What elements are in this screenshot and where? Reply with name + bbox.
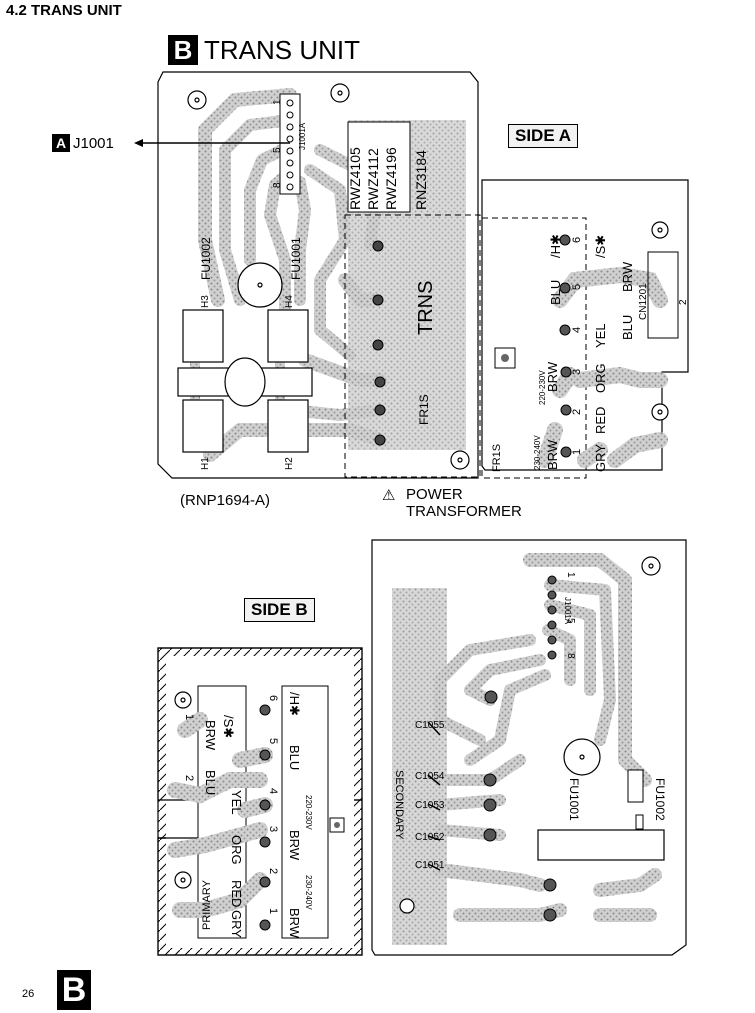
side-b-tap-11: BRW — [287, 908, 302, 939]
side-b-tap-2: BRW — [203, 720, 218, 751]
power-transformer-line1: POWER — [406, 486, 463, 503]
board-b-side: /S✱ BRW BLU YEL ORG RED GRY /H✱ BLU BRW … — [157, 647, 363, 956]
side-b-tap-6: RED — [229, 880, 244, 907]
connector-label-b: J1001A — [563, 597, 572, 625]
side-b-pin-2: 2 — [267, 868, 279, 874]
holder-h4: H4 — [284, 295, 295, 308]
side-a-pin-2: 2 — [571, 409, 583, 415]
callout-arrow — [134, 139, 290, 147]
warning-icon: ⚠ — [382, 487, 396, 504]
diagram-title: B TRANS UNIT — [168, 34, 360, 66]
side-b-pin-4: 4 — [267, 788, 279, 794]
fuse-label-b2: FU1002 — [653, 778, 667, 821]
side-a-labels: FR1S 230-240V 220-230V BRW BRW BLU /H✱ /… — [491, 234, 689, 472]
page-number: 26 — [22, 988, 35, 1000]
side-a-label: SIDE A — [508, 124, 579, 148]
side-a-tap-1: BRW — [545, 439, 560, 470]
side-a-cn-label: CN1201 — [638, 283, 649, 320]
secondary-label: SECONDARY — [393, 770, 405, 840]
side-a-fr-label: FR1S — [491, 444, 503, 472]
board-code: (RNP1694-A) — [180, 492, 271, 509]
side-b-tap-9: BLU — [287, 745, 302, 770]
power-transformer-line2: TRANSFORMER — [406, 503, 522, 520]
page-badge: B — [57, 970, 91, 1010]
side-b-cn-pin-2: 2 — [183, 775, 195, 781]
part-code-1: RWZ4105 — [347, 147, 363, 210]
side-a-tap-3: BLU — [548, 280, 563, 305]
title-text: TRANS UNIT — [204, 34, 360, 65]
side-b-pin-5: 5 — [267, 738, 279, 744]
connector-ref-text: J1001 — [73, 134, 114, 152]
side-b-tap-8: /H✱ — [287, 692, 302, 716]
side-b-cn-pin-1: 1 — [183, 714, 195, 720]
side-b-label: SIDE B — [244, 598, 315, 622]
side-a-tap-5: /S✱ — [593, 235, 608, 258]
connector-label-a: J1001A — [298, 122, 307, 150]
side-a-pin-3: 3 — [571, 369, 583, 375]
side-b-volt-1: 220-230V — [304, 795, 313, 830]
side-b-labels: /S✱ BRW BLU YEL ORG RED GRY /H✱ BLU BRW … — [183, 692, 313, 939]
trans-label: TRNS — [415, 281, 437, 335]
side-a-tap-2: BRW — [545, 361, 560, 392]
connector-ref-badge: A — [52, 134, 70, 152]
side-a-tap-6: BRW — [620, 261, 635, 292]
cap-c1051: C1051 — [415, 860, 445, 871]
board-b-labels: C1055 C1054 C1053 C1052 C1051 SECONDARY … — [393, 572, 667, 871]
board-a-side: FR1S 230-240V 220-230V BRW BRW BLU /H✱ /… — [481, 179, 689, 479]
side-b-tap-4: YEL — [229, 790, 244, 815]
side-b-pin-1: 1 — [267, 908, 279, 914]
part-code-4: RNZ3184 — [413, 150, 429, 210]
title-badge: B — [168, 35, 198, 65]
holder-h1: H1 — [200, 457, 211, 470]
board-b-main: C1055 C1054 C1053 C1052 C1051 SECONDARY … — [371, 539, 687, 956]
side-a-traces — [537, 266, 668, 468]
side-a-tap-11: GRY — [593, 444, 608, 472]
side-a-volt-1: 230-240V — [533, 435, 542, 470]
connector-pin-8: 8 — [272, 182, 283, 188]
holder-h3: H3 — [200, 295, 211, 308]
side-a-tap-10: RED — [593, 407, 608, 434]
side-a-pin-4: 4 — [571, 327, 583, 333]
side-a-cn-pin: 2 — [678, 299, 689, 305]
cap-c1055: C1055 — [415, 720, 445, 731]
side-b-pin-3: 3 — [267, 826, 279, 832]
fuse-label-a2: FU1001 — [289, 237, 303, 280]
side-b-volt-2: 230-240V — [304, 875, 313, 910]
connector-pin-1: 1 — [272, 99, 283, 105]
side-b-tap-1: /S✱ — [221, 715, 236, 738]
fuse-label-a1: FU1002 — [199, 237, 213, 280]
fuse-label-b1: FU1001 — [567, 778, 581, 821]
section-heading: 4.2 TRANS UNIT — [6, 2, 122, 19]
connector-pin-5: 5 — [272, 147, 283, 153]
board-a-main: RWZ4105 RWZ4112 RWZ4196 RNZ3184 TRNS FR1… — [157, 71, 481, 479]
part-code-3: RWZ4196 — [383, 147, 399, 210]
cap-c1054: C1054 — [415, 771, 445, 782]
side-b-tap-3: BLU — [203, 770, 218, 795]
side-a-pin-1: 1 — [571, 449, 583, 455]
side-b-tap-5: ORG — [229, 835, 244, 865]
cap-c1052: C1052 — [415, 832, 445, 843]
side-b-pin-6: 6 — [267, 695, 279, 701]
side-a-tap-8: YEL — [593, 323, 608, 348]
connector-reference: A J1001 — [52, 134, 114, 152]
board-a-labels: RWZ4105 RWZ4112 RWZ4196 RNZ3184 TRNS FR1… — [199, 99, 437, 470]
side-a-tap-9: ORG — [593, 363, 608, 393]
board-b-pin-8: 8 — [565, 653, 576, 659]
side-b-tap-7: GRY — [229, 910, 244, 938]
board-b-pin-5: 5 — [565, 618, 576, 624]
primary-label: PRIMARY — [201, 879, 213, 930]
board-b-pin-1: 1 — [565, 572, 576, 578]
side-a-tap-7: BLU — [620, 315, 635, 340]
board-b-traces — [433, 553, 662, 922]
holder-h2: H2 — [284, 457, 295, 470]
side-b-tap-10: BRW — [287, 830, 302, 861]
part-code-2: RWZ4112 — [365, 148, 381, 210]
fr-label: FR1S — [417, 394, 431, 425]
side-a-pin-6: 6 — [571, 237, 583, 243]
side-a-tap-4: /H✱ — [548, 234, 563, 258]
cap-c1053: C1053 — [415, 800, 445, 811]
side-a-volt-2: 220-230V — [538, 370, 547, 405]
side-a-pin-5: 5 — [571, 284, 583, 290]
